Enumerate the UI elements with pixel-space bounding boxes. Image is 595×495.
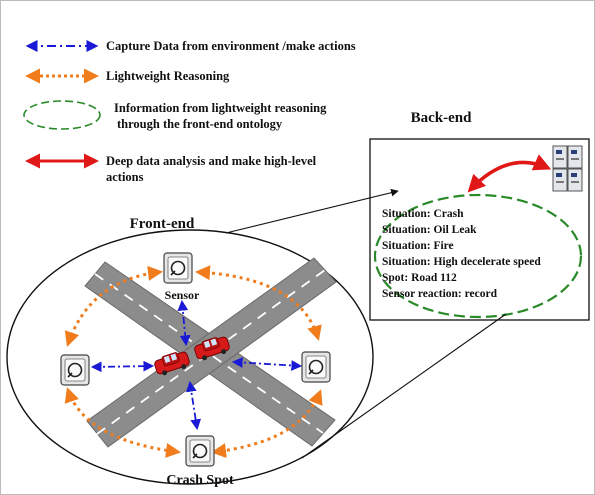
crash-spot-label: Crash Spot (166, 473, 234, 488)
sensor-icon (60, 354, 90, 386)
connector-line-top (225, 188, 399, 234)
situation-list: Situation: Crash Situation: Oil Leak Sit… (382, 208, 544, 300)
situation-line: Sensor reaction: record (382, 288, 498, 300)
sensor-label: Sensor (165, 288, 200, 302)
info-legend-label-line1: Information from lightweight reasoning (114, 101, 327, 115)
sensor-icon (185, 435, 215, 467)
deep-analysis-arrow (467, 154, 552, 193)
capture-legend-label: Capture Data from environment /make acti… (106, 39, 356, 53)
front-end-ellipse (6, 229, 374, 485)
server-icon (552, 145, 583, 192)
situation-line: Spot: Road 112 (382, 272, 457, 284)
sensor-icon (163, 252, 193, 284)
legend: Capture Data from environment /make acti… (23, 39, 356, 184)
situation-line: Situation: Oil Leak (382, 224, 477, 236)
capture-arrows (90, 299, 303, 431)
sensor-icon (301, 351, 331, 383)
reasoning-arrows (64, 265, 323, 459)
situation-line: Situation: High decelerate speed (382, 256, 541, 268)
front-end-title: Front-end (130, 216, 195, 232)
deep-legend-label-line1: Deep data analysis and make high-level (106, 154, 317, 168)
info-legend-label-line2: through the front-end ontology (117, 117, 283, 131)
situation-line: Situation: Fire (382, 240, 454, 252)
deep-legend-label-line2: actions (106, 170, 144, 184)
info-legend-ellipse (23, 100, 101, 130)
situation-line: Situation: Crash (382, 208, 464, 220)
connector-line-bottom (301, 313, 507, 459)
back-end-title: Back-end (411, 110, 473, 126)
information-ellipse (373, 193, 583, 319)
reasoning-legend-label: Lightweight Reasoning (106, 69, 230, 83)
